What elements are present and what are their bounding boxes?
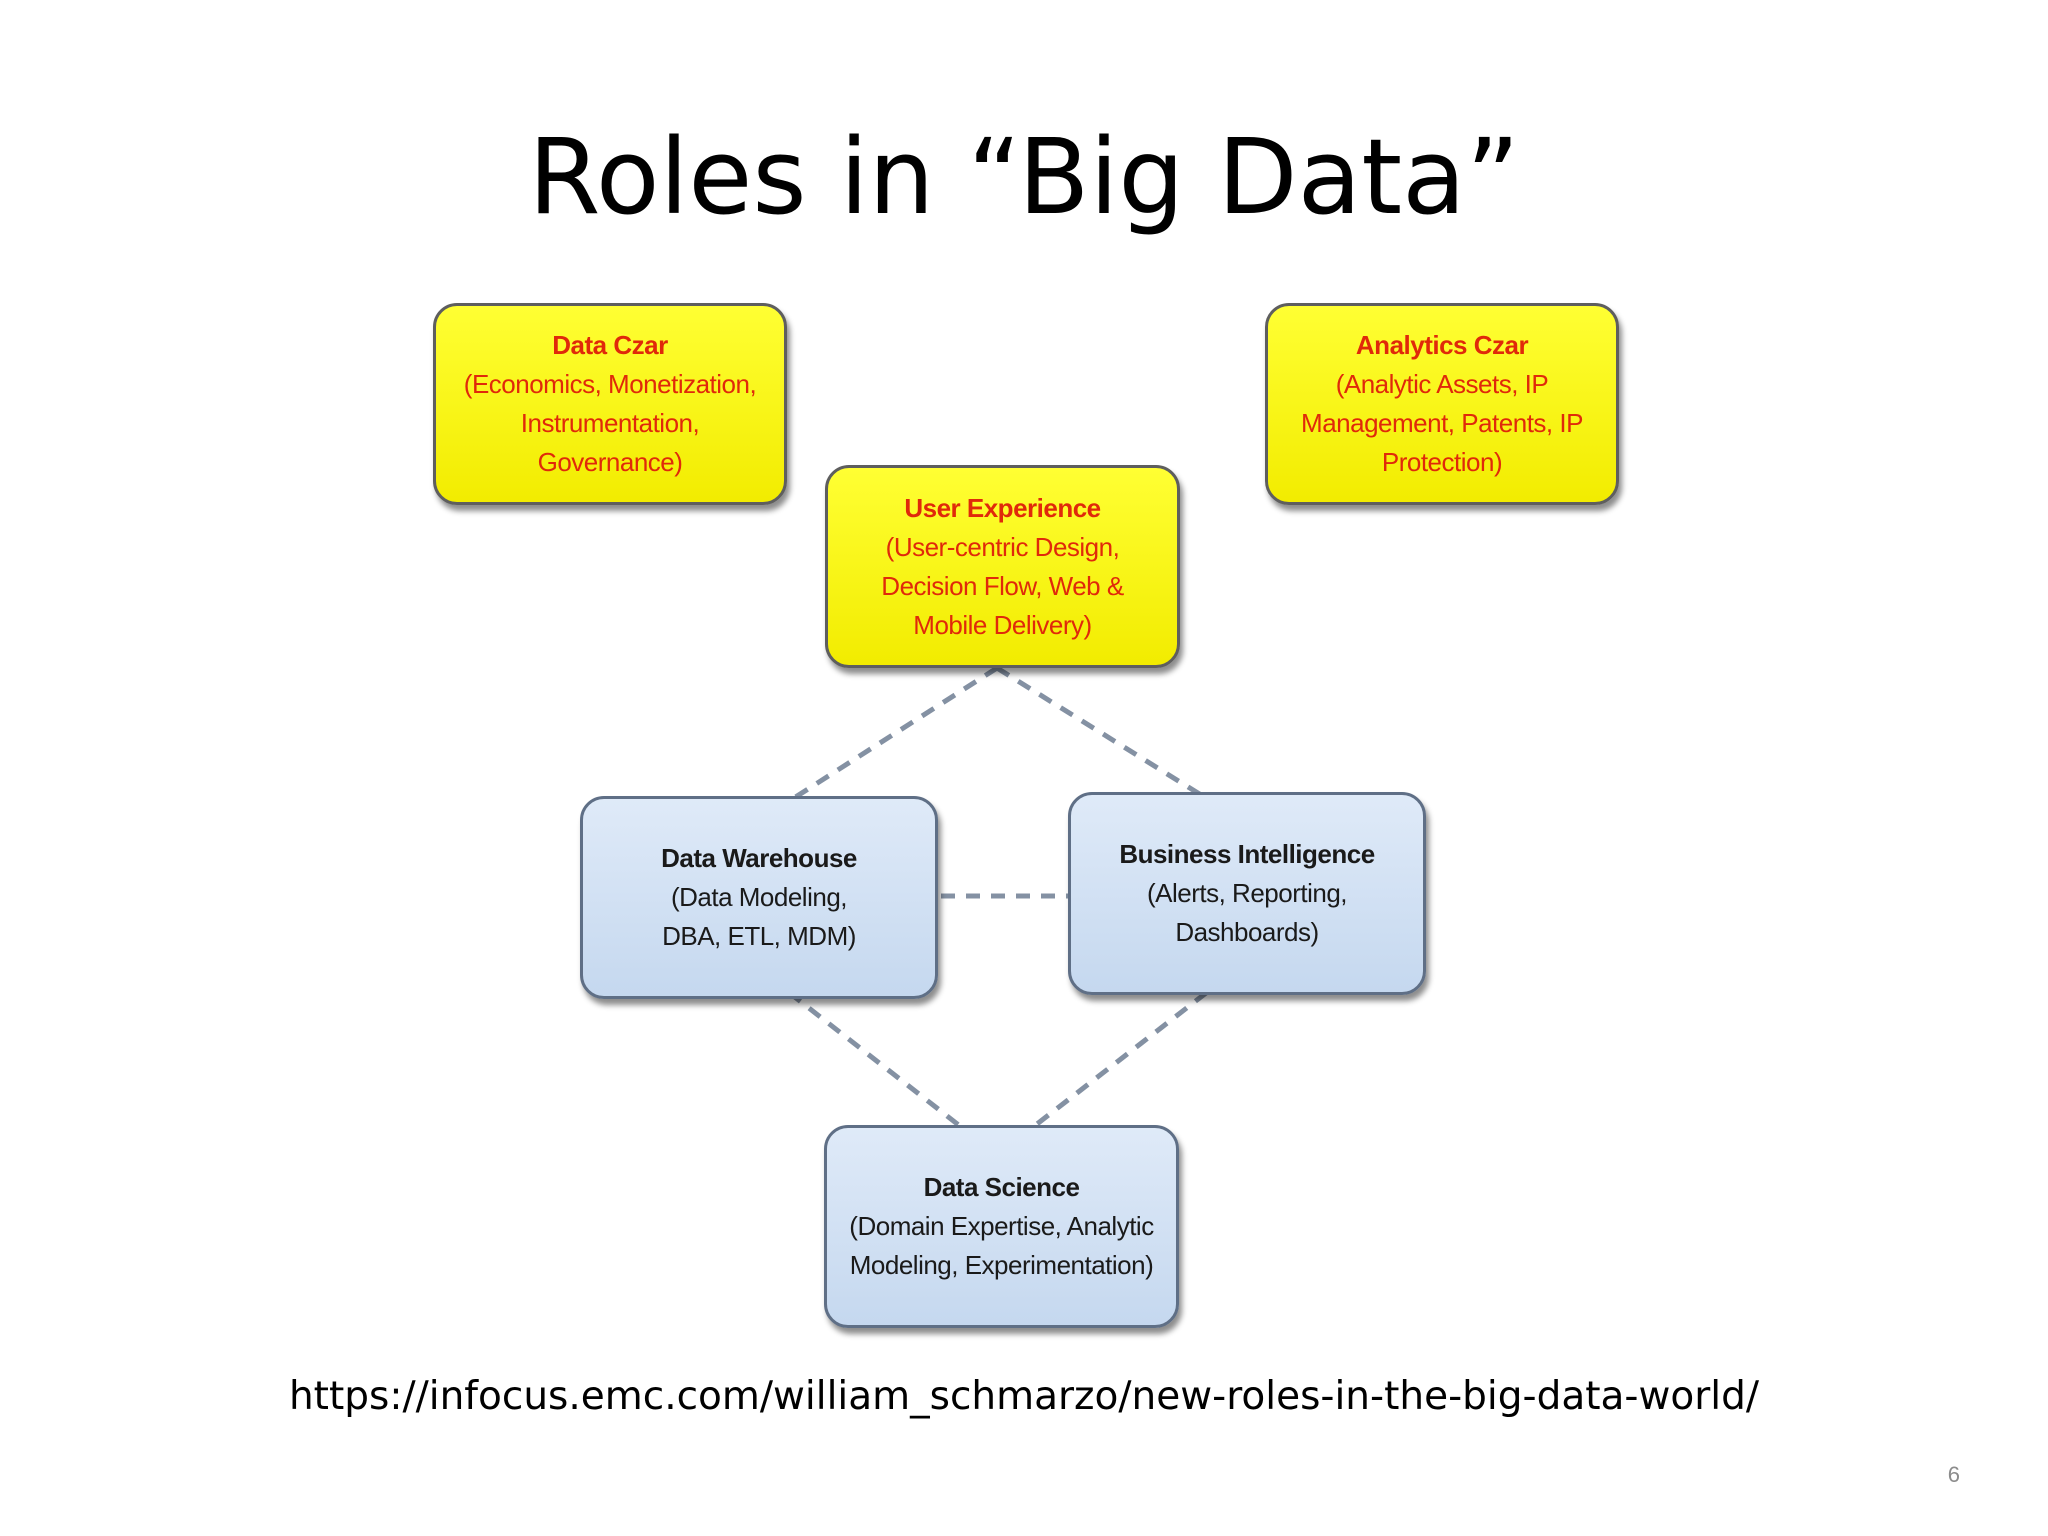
node-details: (Alerts, Reporting, Dashboards)	[1146, 878, 1348, 947]
node-name: Data Warehouse	[661, 843, 857, 873]
node-data-warehouse: Data Warehouse (Data Modeling, DBA, ETL,…	[580, 796, 938, 999]
node-details: (Domain Expertise, Analytic Modeling, Ex…	[849, 1211, 1154, 1280]
node-name: Data Science	[923, 1172, 1080, 1202]
node-details: (Analytic Assets, IP Management, Patents…	[1301, 369, 1583, 477]
node-name: Analytics Czar	[1355, 330, 1529, 360]
page-number: 6	[1947, 1462, 1960, 1487]
source-link[interactable]: https://infocus.emc.com/william_schmarzo…	[288, 1374, 1760, 1419]
node-details: (User-centric Design, Decision Flow, Web…	[881, 531, 1124, 640]
slide-title: Roles in “Big Data”	[528, 116, 1520, 238]
node-name: User Experience	[904, 492, 1101, 523]
node-data-czar: Data Czar (Economics, Monetization, Inst…	[433, 303, 787, 505]
node-analytics-czar: Analytics Czar (Analytic Assets, IP Mana…	[1265, 303, 1619, 505]
node-data-science: Data Science (Domain Expertise, Analytic…	[824, 1125, 1179, 1328]
node-details: (Economics, Monetization, Instrumentatio…	[463, 369, 757, 477]
node-business-intelligence: Business Intelligence (Alerts, Reporting…	[1068, 792, 1426, 995]
node-details: (Data Modeling, DBA, ETL, MDM)	[662, 882, 856, 951]
node-name: Data Czar	[552, 330, 668, 360]
node-user-experience: User Experience (User-centric Design, De…	[825, 465, 1180, 668]
node-name: Business Intelligence	[1119, 839, 1375, 869]
